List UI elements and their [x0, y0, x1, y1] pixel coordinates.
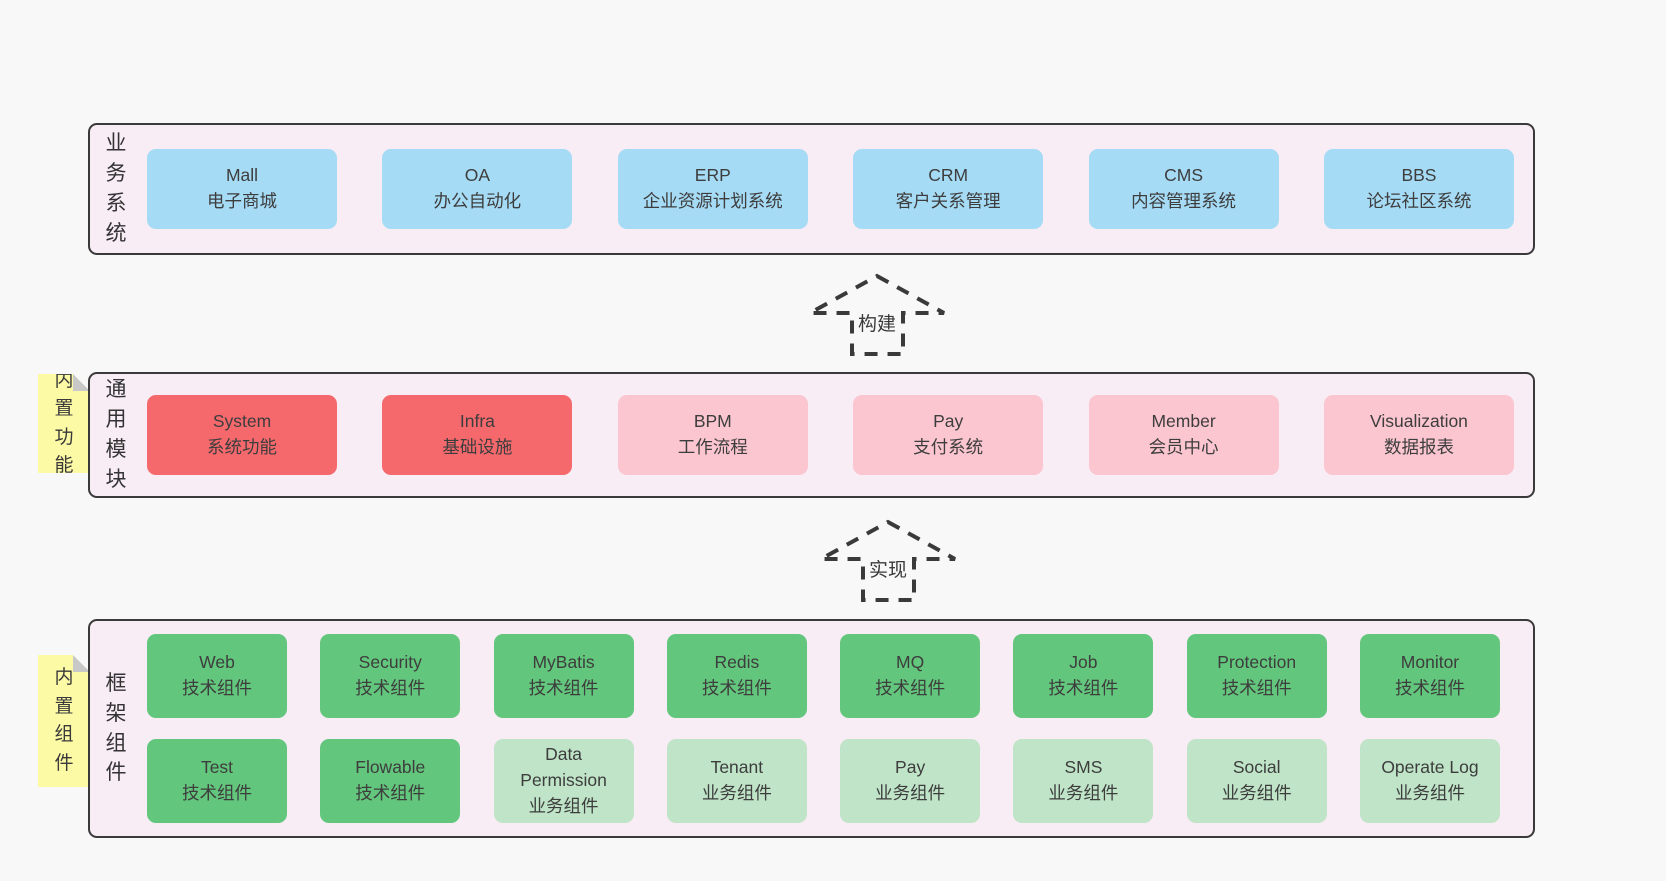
layer-label: 业务系统	[105, 132, 127, 245]
box-social: Social 业务组件	[1186, 739, 1327, 823]
box-protection: Protection 技术组件	[1186, 634, 1327, 718]
box-member: Member 会员中心	[1088, 395, 1279, 475]
box-tenant: Tenant 业务组件	[666, 739, 807, 823]
box-mall: Mall 电子商城	[147, 149, 337, 229]
box-bpm: BPM 工作流程	[617, 395, 808, 475]
box-operate-log: Operate Log 业务组件	[1359, 739, 1500, 823]
block-arrow-up-icon	[820, 519, 956, 602]
sticky-note-text: 内置组件	[54, 667, 74, 774]
box-security: Security 技术组件	[320, 634, 461, 718]
sticky-note-builtin-components: 内置组件	[38, 655, 90, 787]
business-boxes-row: Mall 电子商城 OA 办公自动化 ERP 企业资源计划系统 CRM 客户关系…	[147, 149, 1514, 229]
box-infra: Infra 基础设施	[382, 395, 573, 475]
box-cms: CMS 内容管理系统	[1088, 149, 1279, 229]
box-web: Web 技术组件	[147, 634, 287, 718]
box-pay-component: Pay 业务组件	[840, 739, 981, 823]
box-erp: ERP 企业资源计划系统	[617, 149, 808, 229]
box-test: Test 技术组件	[147, 739, 287, 823]
common-boxes-row: System 系统功能 Infra 基础设施 BPM 工作流程 Pay 支付系统…	[147, 395, 1514, 475]
layer-label: 框架组件	[105, 671, 127, 785]
dashed-up-arrow-build: 构建	[807, 273, 947, 357]
sticky-note-builtin-features: 内置功能	[38, 374, 90, 473]
box-mybatis: MyBatis 技术组件	[493, 634, 634, 718]
box-monitor: Monitor 技术组件	[1359, 634, 1500, 718]
box-pay-system: Pay 支付系统	[853, 395, 1044, 475]
block-arrow-up-icon	[809, 273, 945, 356]
sticky-note-text: 内置功能	[54, 369, 74, 476]
arrow-label-implement: 实现	[864, 555, 912, 582]
arrow-label-build: 构建	[853, 309, 901, 336]
box-system: System 系统功能	[147, 395, 337, 475]
layer-framework-components: 框架组件 Web 技术组件 Security 技术组件 MyBatis 技术组件…	[88, 619, 1535, 838]
layer-common-modules: 通用模块 System 系统功能 Infra 基础设施 BPM 工作流程 Pay…	[88, 372, 1535, 498]
dashed-up-arrow-implement: 实现	[818, 519, 958, 603]
layer-label: 通用模块	[105, 378, 127, 491]
box-crm: CRM 客户关系管理	[853, 149, 1044, 229]
layer-business-systems: 业务系统 Mall 电子商城 OA 办公自动化 ERP 企业资源计划系统 CRM…	[88, 123, 1535, 255]
box-sms: SMS 业务组件	[1013, 739, 1154, 823]
box-mq: MQ 技术组件	[840, 634, 981, 718]
box-data-permission: Data Permission 业务组件	[493, 739, 634, 823]
framework-rows: Web 技术组件 Security 技术组件 MyBatis 技术组件 Redi…	[147, 634, 1500, 823]
framework-row-2: Test 技术组件 Flowable 技术组件 Data Permission …	[147, 739, 1500, 823]
box-visualization: Visualization 数据报表	[1323, 395, 1514, 475]
framework-row-1: Web 技术组件 Security 技术组件 MyBatis 技术组件 Redi…	[147, 634, 1500, 718]
box-bbs: BBS 论坛社区系统	[1323, 149, 1514, 229]
box-oa: OA 办公自动化	[382, 149, 573, 229]
box-flowable: Flowable 技术组件	[320, 739, 461, 823]
box-job: Job 技术组件	[1013, 634, 1154, 718]
box-redis: Redis 技术组件	[666, 634, 807, 718]
